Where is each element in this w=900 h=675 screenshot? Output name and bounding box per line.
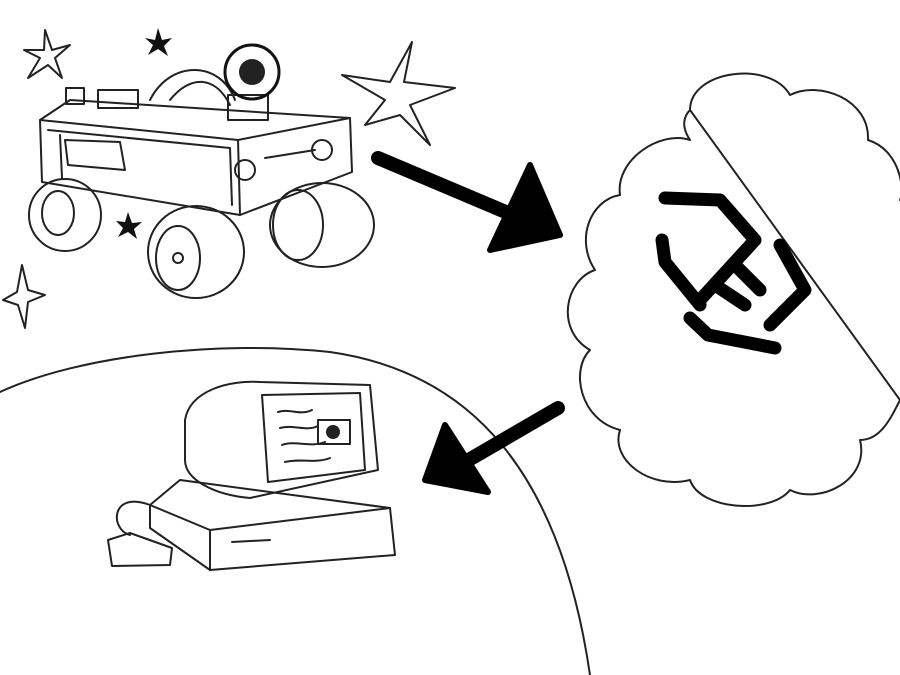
star-icon — [145, 28, 172, 56]
star-icon — [116, 212, 142, 239]
hand-plug-logo-icon — [655, 191, 812, 355]
globe-arc-icon — [0, 346, 591, 675]
cloud-icon — [566, 72, 900, 507]
desktop-computer-icon — [107, 380, 396, 571]
arrow-right-down-icon — [371, 151, 563, 253]
arrow-left-down-icon — [422, 401, 565, 495]
robot-rover-icon — [28, 43, 375, 299]
star-icon — [341, 41, 456, 146]
star-icon — [23, 29, 71, 79]
star-icon — [2, 264, 46, 329]
